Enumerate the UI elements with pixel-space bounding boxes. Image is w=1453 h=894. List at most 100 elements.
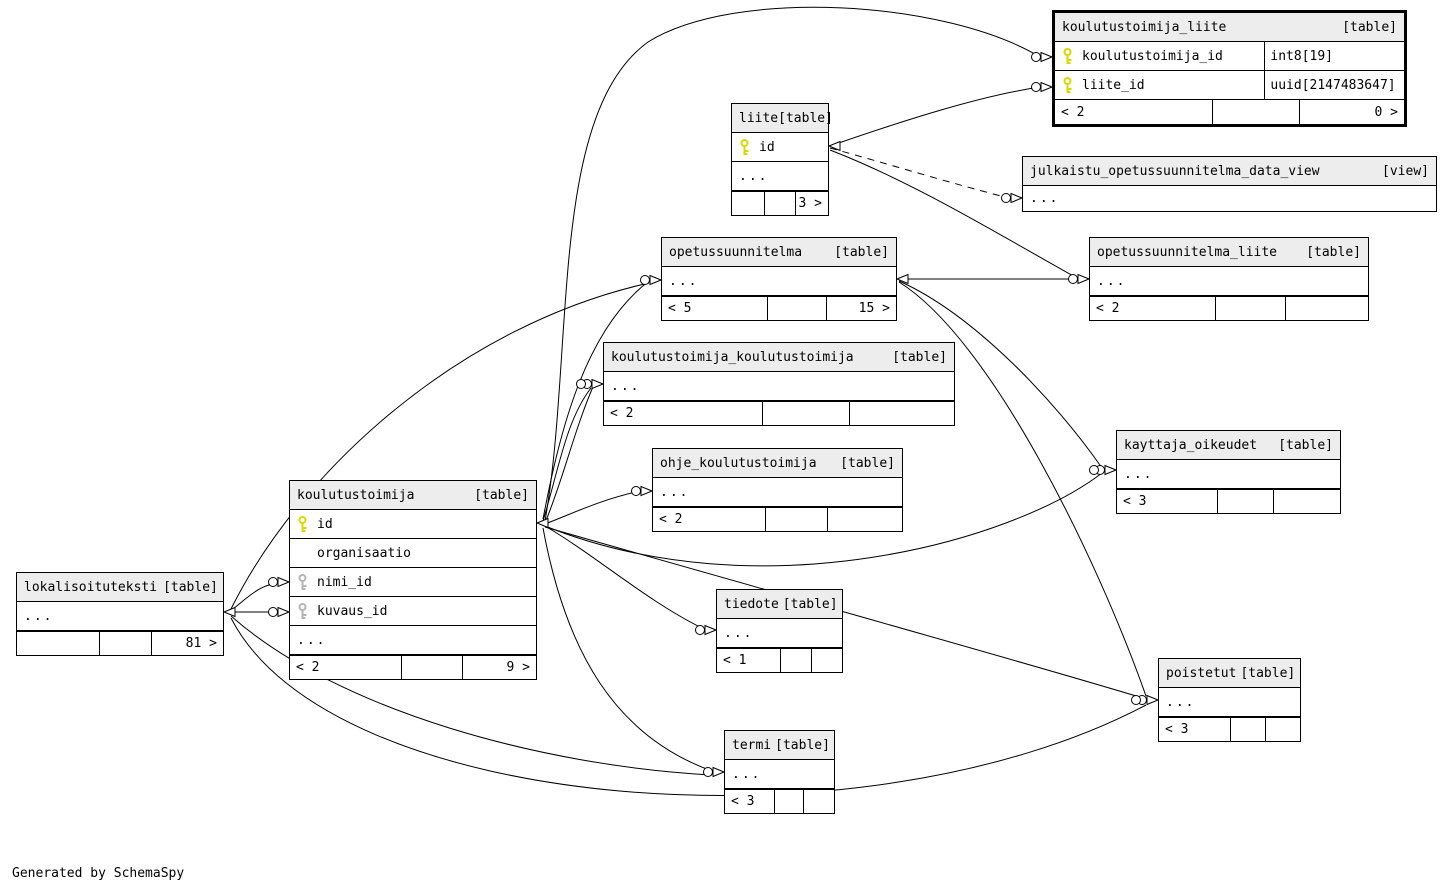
table-header: lokalisoituteksti [table] bbox=[17, 573, 223, 602]
relationship-edge bbox=[544, 381, 596, 524]
edge-arrowhead bbox=[895, 273, 909, 285]
edge-arrowhead bbox=[1146, 694, 1160, 706]
table-node-kayttaja-oikeudet[interactable]: kayttaja_oikeudet [table] ... < 3 bbox=[1116, 430, 1341, 514]
table-node-koulutustoimija-liite[interactable]: koulutustoimija_liite [table] koulutusto… bbox=[1052, 10, 1407, 127]
column-name: organisaatio bbox=[317, 545, 411, 561]
table-kind: [table] bbox=[1278, 437, 1333, 453]
relationship-edge bbox=[898, 281, 1147, 697]
table-node-julkaistu-opetussuunnitelma-data-view[interactable]: julkaistu_opetussuunnitelma_data_view [v… bbox=[1022, 156, 1437, 212]
table-name: opetussuunnitelma_liite bbox=[1097, 244, 1278, 260]
footer-parents-count: 15 > bbox=[825, 297, 896, 320]
footer-parents-count bbox=[1284, 297, 1368, 320]
ellipsis-row: ... bbox=[1159, 688, 1300, 717]
edge-circle bbox=[695, 625, 705, 635]
footer-mid-cell bbox=[1215, 297, 1285, 320]
table-node-opetussuunnitelma[interactable]: opetussuunnitelma [table] ... < 5 15 > bbox=[661, 237, 897, 321]
footer-children-count: < 3 bbox=[731, 794, 755, 809]
relationship-edge bbox=[542, 387, 592, 522]
table-header: kayttaja_oikeudet [table] bbox=[1117, 431, 1340, 460]
foreign-key-icon bbox=[298, 573, 307, 590]
table-node-koulutustoimija[interactable]: koulutustoimija [table] id organisaatio … bbox=[289, 480, 537, 680]
table-node-opetussuunnitelma-liite[interactable]: opetussuunnitelma_liite [table] ... < 2 bbox=[1089, 237, 1369, 321]
footer-parents-count: 81 > bbox=[150, 632, 223, 655]
footer-children-count: < 2 bbox=[296, 660, 320, 675]
ellipsis-row: ... bbox=[662, 267, 896, 296]
relationship-edge bbox=[898, 280, 1103, 469]
table-kind: [table] bbox=[1306, 244, 1361, 260]
edge-arrowhead bbox=[1104, 464, 1118, 476]
footer-mid-cell bbox=[779, 649, 811, 672]
table-header: opetussuunnitelma_liite [table] bbox=[1090, 238, 1368, 267]
relationship-edge bbox=[829, 149, 1078, 279]
edge-circle bbox=[631, 486, 641, 496]
ellipsis-row: ... bbox=[717, 619, 842, 648]
table-node-ohje-koulutustoimija[interactable]: ohje_koulutustoimija [table] ... < 2 bbox=[652, 448, 903, 532]
table-node-lokalisoituteksti[interactable]: lokalisoituteksti [table] ... 81 > bbox=[16, 572, 224, 656]
column-name: id bbox=[759, 139, 775, 155]
footer-children-count: < 5 bbox=[668, 301, 692, 316]
primary-key-icon bbox=[1063, 76, 1072, 93]
ellipsis-row: ... bbox=[1117, 460, 1340, 489]
edge-arrowhead bbox=[1010, 192, 1024, 204]
footer-mid-cell bbox=[99, 632, 151, 655]
edge-arrowhead bbox=[591, 378, 605, 390]
relationship-edge bbox=[542, 527, 713, 772]
table-node-termi[interactable]: termi [table] ... < 3 bbox=[724, 730, 835, 814]
footer-mid-cell bbox=[761, 402, 850, 425]
relationship-edge bbox=[544, 525, 705, 630]
ellipsis-row: ... bbox=[290, 626, 536, 655]
column-row: id bbox=[732, 133, 828, 162]
footer-parents-count bbox=[827, 508, 902, 531]
footer-parents-count bbox=[803, 790, 834, 813]
table-header: koulutustoimija [table] bbox=[290, 481, 536, 510]
relationship-edge bbox=[544, 490, 641, 525]
ellipsis-row: ... bbox=[732, 162, 828, 191]
table-node-tiedote[interactable]: tiedote [table] ... < 1 bbox=[716, 589, 843, 673]
table-kind: [table] bbox=[1342, 19, 1397, 35]
foreign-key-icon bbox=[298, 602, 307, 619]
table-kind: [table] bbox=[892, 349, 947, 365]
footer-children-count: < 3 bbox=[1165, 722, 1189, 737]
footer-mid-cell bbox=[1212, 100, 1299, 124]
table-kind: [table] bbox=[775, 737, 830, 753]
edge-circle bbox=[268, 607, 278, 617]
table-kind: [table] bbox=[778, 110, 833, 126]
footer-mid-cell bbox=[763, 192, 796, 215]
table-name: opetussuunnitelma bbox=[669, 244, 803, 260]
edge-arrowhead bbox=[640, 485, 654, 497]
table-header: termi [table] bbox=[725, 731, 834, 760]
table-node-koulutustoimija-koulutustoimija[interactable]: koulutustoimija_koulutustoimija [table] … bbox=[603, 342, 955, 426]
footer-parents-count bbox=[1264, 718, 1300, 741]
relationship-edge bbox=[829, 147, 1006, 198]
table-node-liite[interactable]: liite [table] id ... 3 > bbox=[731, 103, 833, 216]
table-kind: [view] bbox=[1382, 163, 1429, 179]
relationship-edge bbox=[544, 472, 1103, 567]
footer-children-count bbox=[17, 632, 99, 655]
relationship-edge bbox=[829, 86, 1041, 147]
edge-circle bbox=[640, 275, 650, 285]
relationship-edge bbox=[544, 6, 1041, 522]
column-type: uuid[2147483647] bbox=[1264, 71, 1404, 99]
table-kind: [table] bbox=[782, 596, 838, 612]
table-kind: [table] bbox=[840, 455, 895, 471]
edge-circle bbox=[268, 577, 278, 587]
edge-arrowhead bbox=[1040, 81, 1054, 93]
column-row: nimi_id bbox=[290, 568, 536, 597]
column-name: koulutustoimija_id bbox=[1082, 48, 1223, 64]
edge-circle bbox=[1089, 465, 1099, 475]
column-row: kuvaus_id bbox=[290, 597, 536, 626]
edge-arrowhead bbox=[712, 766, 726, 778]
footer-parents-count bbox=[849, 402, 954, 425]
footer-children-count: < 2 bbox=[610, 406, 634, 421]
edge-circle bbox=[576, 379, 586, 389]
generator-credit: Generated by SchemaSpy bbox=[12, 866, 185, 881]
table-name: termi bbox=[732, 737, 772, 753]
table-name: julkaistu_opetussuunnitelma_data_view bbox=[1030, 163, 1320, 179]
table-name: tiedote bbox=[724, 596, 779, 612]
ellipsis-row: ... bbox=[1030, 191, 1060, 206]
column-name: id bbox=[317, 516, 333, 532]
table-node-poistetut[interactable]: poistetut [table] ... < 3 bbox=[1158, 658, 1301, 742]
footer-children-count bbox=[732, 192, 764, 215]
footer-parents-count: 3 > bbox=[795, 192, 828, 215]
edge-arrowhead bbox=[1077, 273, 1091, 285]
